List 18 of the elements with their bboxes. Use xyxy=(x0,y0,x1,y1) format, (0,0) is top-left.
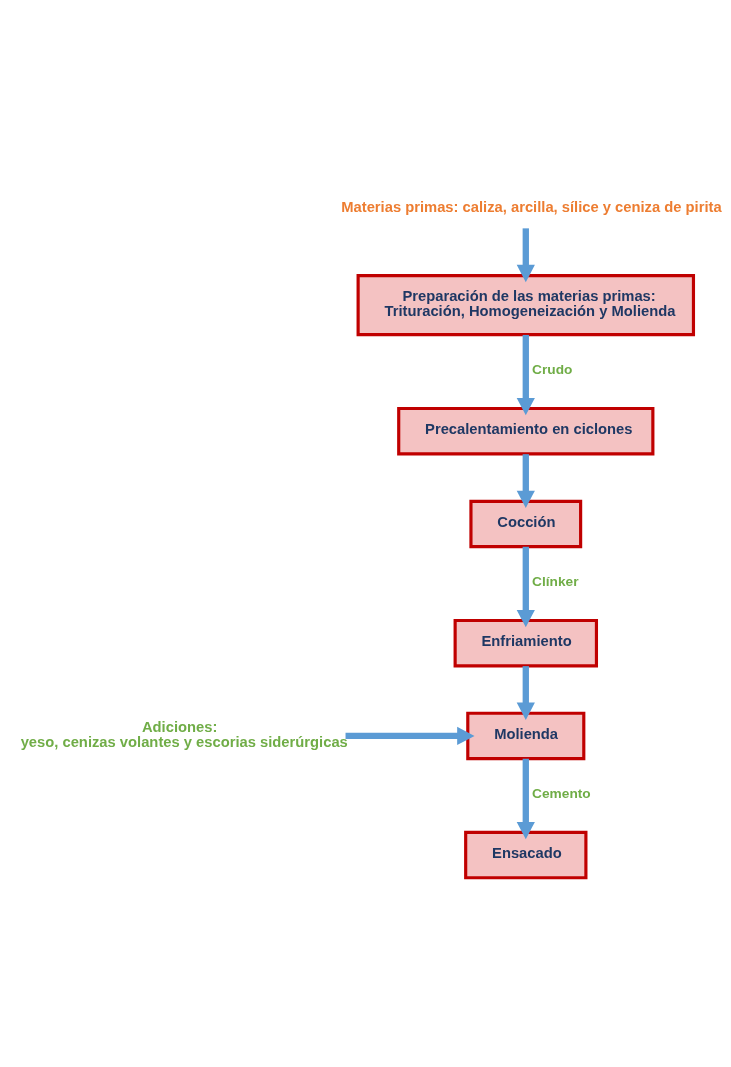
node-box: Precalentamiento en ciclones xyxy=(397,406,655,455)
arrow xyxy=(516,546,535,627)
edge-label: Clínker xyxy=(532,573,579,589)
arrow xyxy=(516,758,535,839)
node-box: Enfriamiento xyxy=(453,618,599,667)
node-box: Preparación de las materias primas: Trituración, Homogeneización y Molienda xyxy=(356,273,696,336)
node-text: Adiciones: yeso, cenizas volantes y escorias siderúrgicas xyxy=(20,718,348,750)
arrow xyxy=(345,726,475,745)
arrow xyxy=(516,665,535,720)
node-text: Materias primas: caliza, arcilla, sílice y ceniza de pirita xyxy=(341,198,722,215)
edge-label: Cemento xyxy=(532,785,591,801)
arrow xyxy=(516,334,535,415)
arrow xyxy=(516,227,535,282)
node-box: Ensacado xyxy=(464,830,588,879)
node-box: Molienda xyxy=(466,711,586,760)
node-box: Cocción xyxy=(469,499,583,548)
arrow xyxy=(516,453,535,508)
edge-label: Crudo xyxy=(532,361,573,377)
